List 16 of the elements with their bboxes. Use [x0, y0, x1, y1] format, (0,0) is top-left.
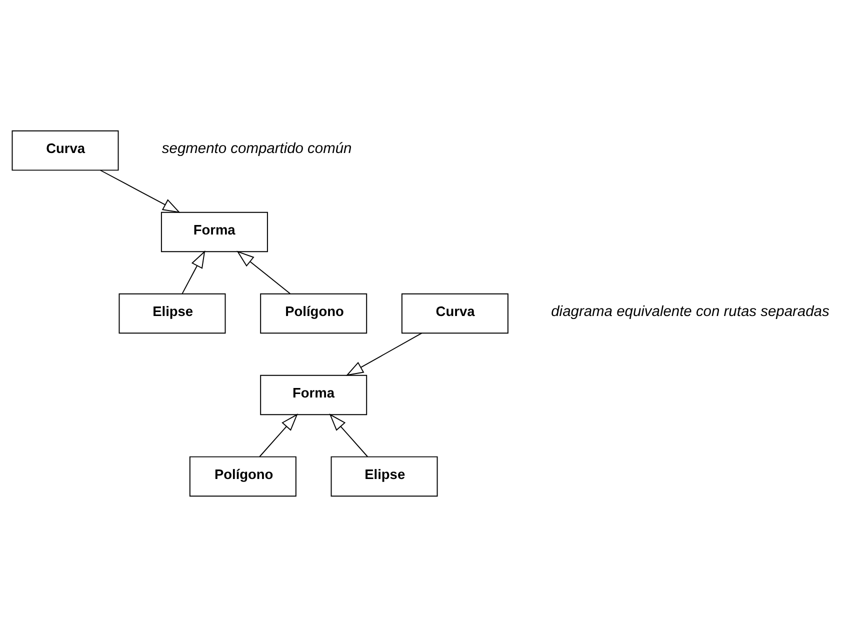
node-box: Curva — [401, 293, 508, 334]
arrow — [100, 170, 180, 213]
node-box: Polígono — [189, 456, 296, 497]
node-box: Polígono — [260, 293, 368, 334]
node-box: Elipse — [330, 456, 438, 497]
arrow — [236, 250, 291, 294]
arrow — [259, 414, 298, 458]
node-box: Forma — [260, 374, 368, 416]
label: segmento compartido común — [162, 141, 352, 158]
arrow — [182, 250, 206, 294]
node-box: Elipse — [118, 293, 226, 334]
label: diagrama equivalente con rutas separadas — [551, 304, 830, 320]
arrow — [329, 414, 368, 458]
arrow — [346, 332, 422, 376]
node-box: Curva — [12, 130, 119, 171]
node-box: Forma — [160, 212, 268, 252]
